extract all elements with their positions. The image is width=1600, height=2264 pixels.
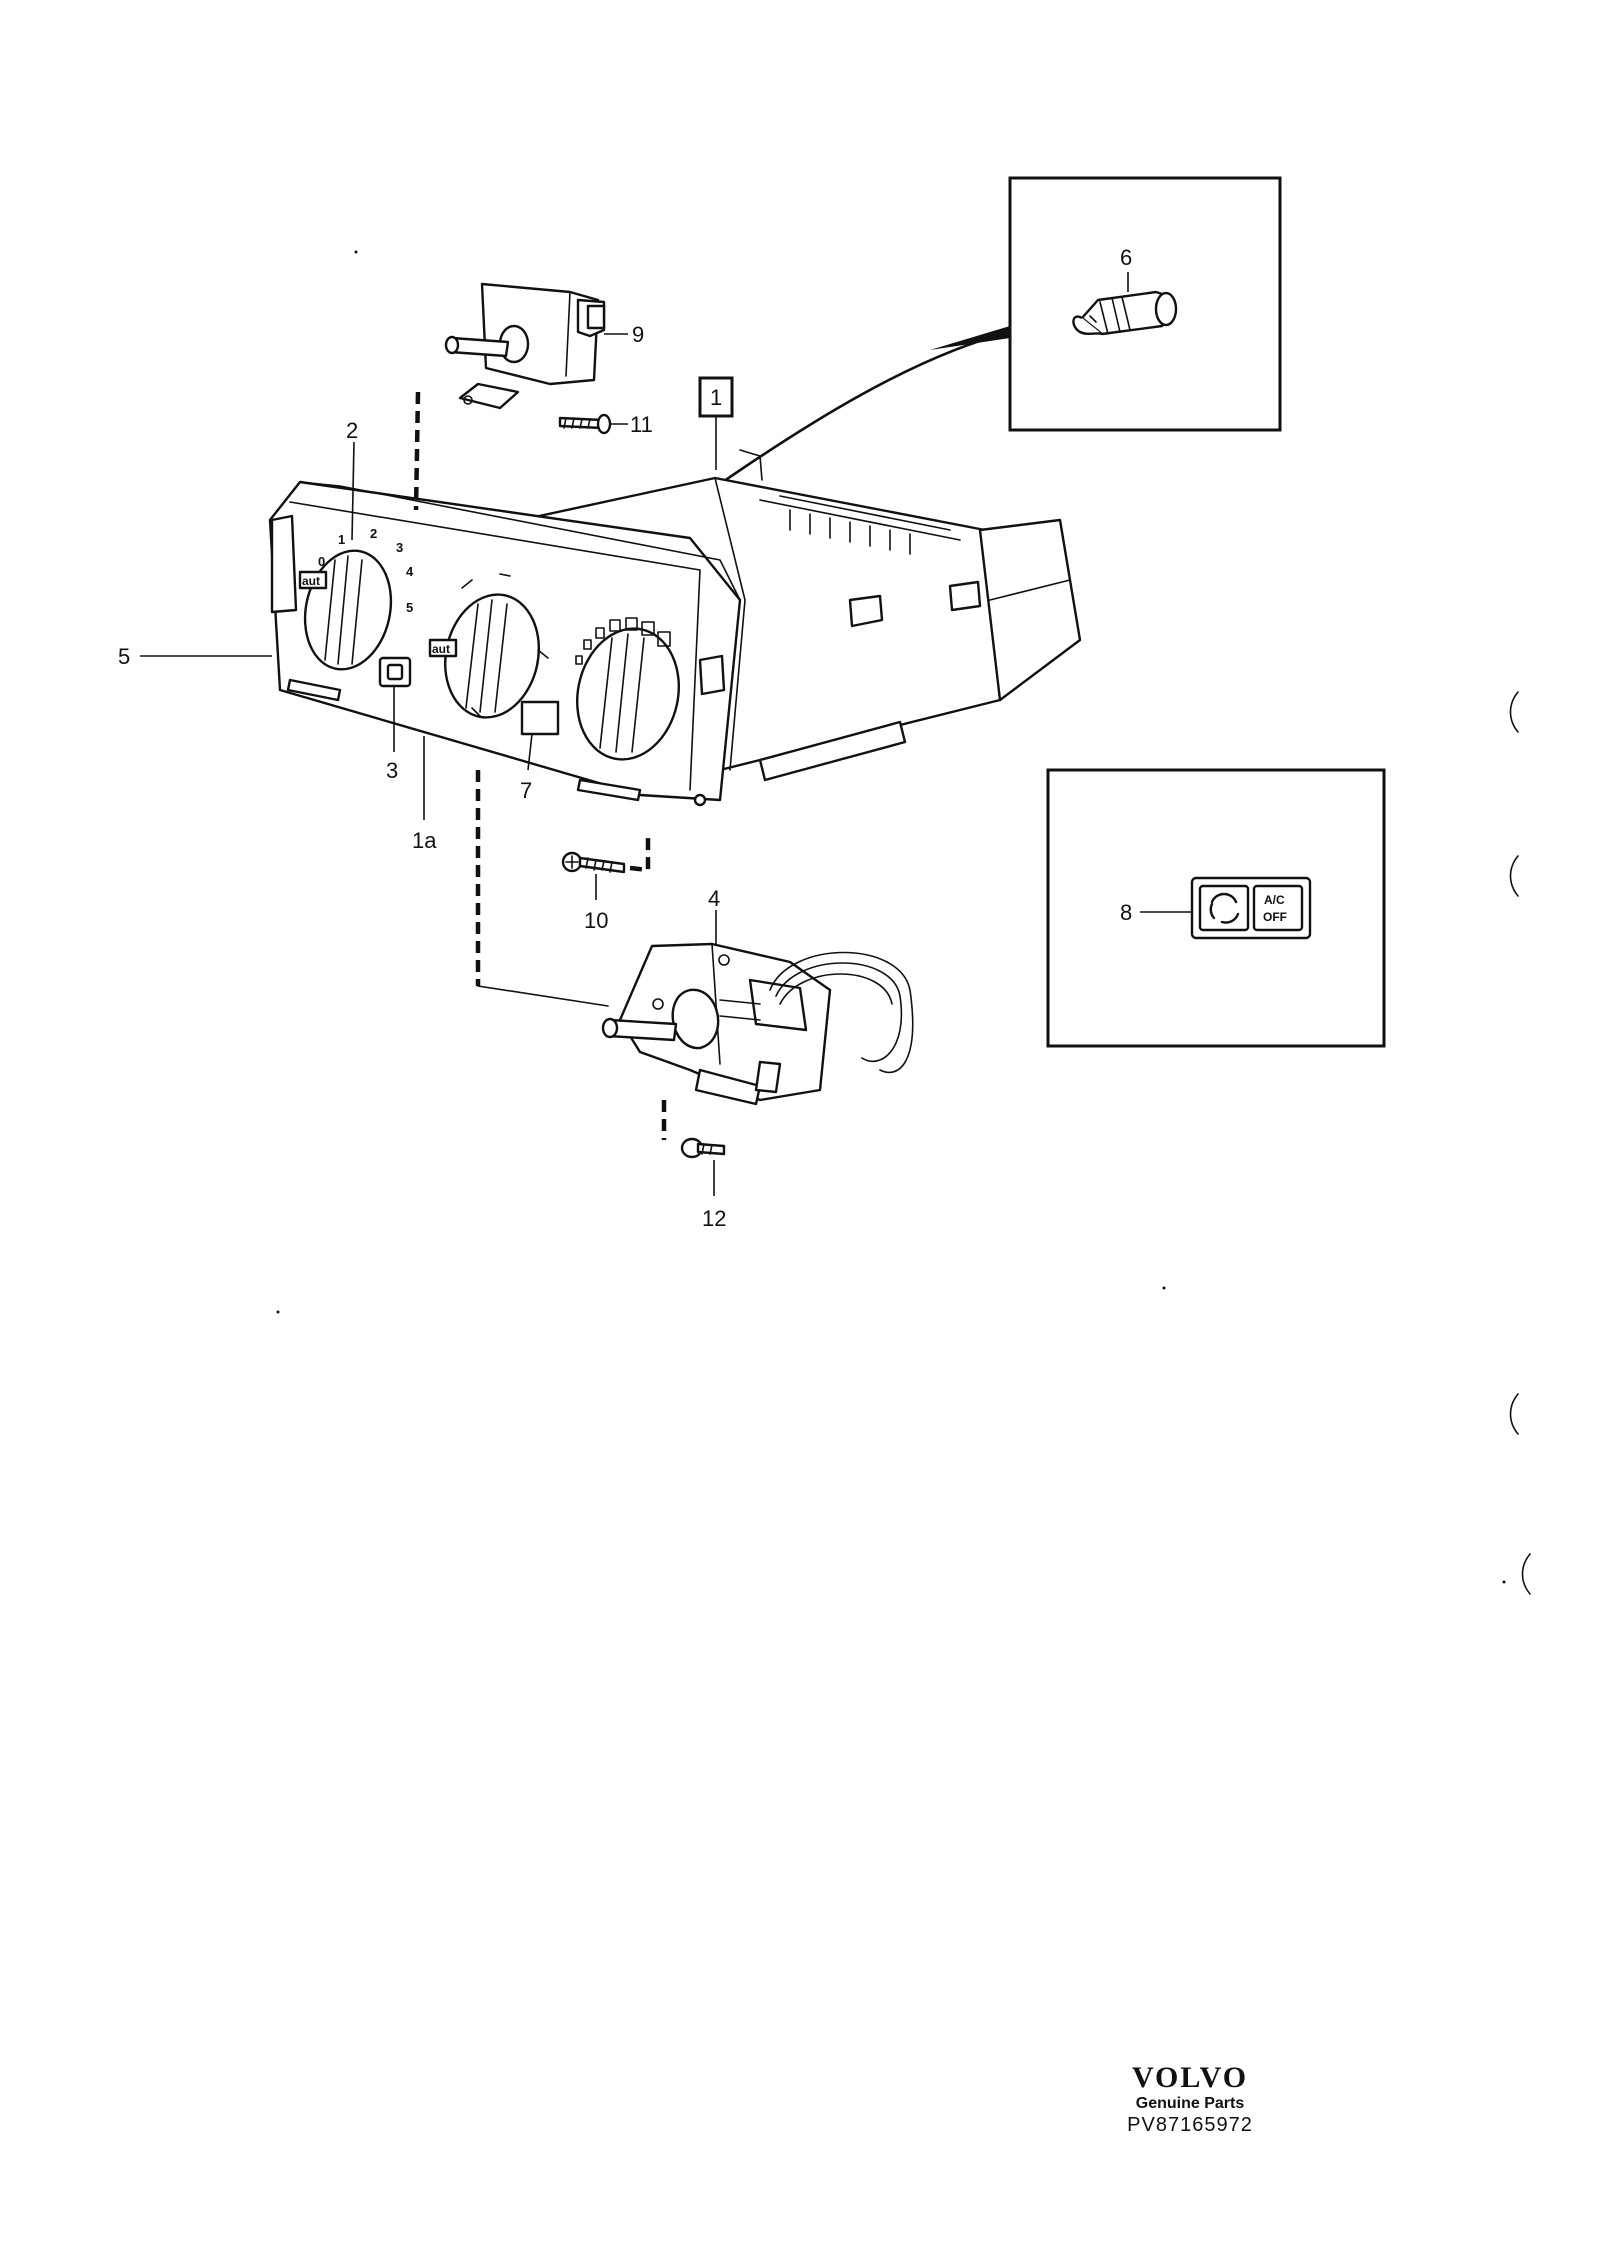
fan-mark-4: 4 xyxy=(406,564,414,579)
mode-aut-label: aut xyxy=(432,642,450,656)
off-label: OFF xyxy=(1263,910,1287,924)
callout-1a: 1a xyxy=(412,828,437,853)
callout-9: 9 xyxy=(632,322,644,347)
bulb-part xyxy=(1072,290,1178,336)
callout-8: 8 xyxy=(1120,900,1132,925)
callout-5: 5 xyxy=(118,644,130,669)
callout-1: 1 xyxy=(710,385,722,410)
recirc-icon xyxy=(1209,892,1240,924)
ac-label: A/C xyxy=(1264,893,1285,907)
volvo-logo: VOLVO xyxy=(1131,2061,1249,2094)
callout-7: 7 xyxy=(520,778,532,803)
fan-mark-1: 1 xyxy=(338,532,345,547)
inset-bulb: 6 xyxy=(1008,176,1282,432)
screw-12 xyxy=(680,1137,726,1159)
fan-aut-tag xyxy=(298,570,328,590)
upper-switch-9 xyxy=(444,282,606,410)
callout-2: 2 xyxy=(346,418,358,443)
guide-10 xyxy=(629,836,651,873)
fan-mark-5: 5 xyxy=(406,600,413,615)
callout-1-box xyxy=(698,376,734,418)
screw-10 xyxy=(561,851,626,874)
screw-11 xyxy=(558,413,612,435)
callout-10: 10 xyxy=(584,908,608,933)
connector-wedge xyxy=(930,326,1010,350)
mode-aut-tag xyxy=(428,638,458,658)
brand-block: VOLVO Genuine Parts PV8716597​2 xyxy=(1080,2061,1300,2137)
fan-mark-2: 2 xyxy=(370,526,377,541)
ac-off-button xyxy=(1252,884,1304,932)
temp-scale xyxy=(575,617,671,665)
part-code: PV8716597​2 xyxy=(1127,2114,1253,2136)
inset-switches: A/C OFF 8 xyxy=(1046,768,1386,1048)
fascia-switch-7 xyxy=(520,700,560,736)
callout-3: 3 xyxy=(386,758,398,783)
callout-11: 11 xyxy=(630,412,653,437)
callout-4: 4 xyxy=(708,886,720,911)
callout-12: 12 xyxy=(702,1206,726,1231)
fan-mark-0: 0 xyxy=(318,554,325,569)
fan-dial: aut 0 1 2 3 4 5 xyxy=(298,526,414,671)
scan-margin-marks xyxy=(276,250,1531,1595)
callout-6: 6 xyxy=(1120,245,1132,270)
temp-dial xyxy=(575,617,680,761)
fan-aut-label: aut xyxy=(302,574,320,588)
mode-dial: aut xyxy=(428,573,549,719)
lower-switch-4 xyxy=(601,942,914,1106)
genuine-parts-label: Genuine Parts xyxy=(1135,2095,1245,2112)
guide-9 xyxy=(413,391,421,511)
fan-mark-3: 3 xyxy=(396,540,403,555)
